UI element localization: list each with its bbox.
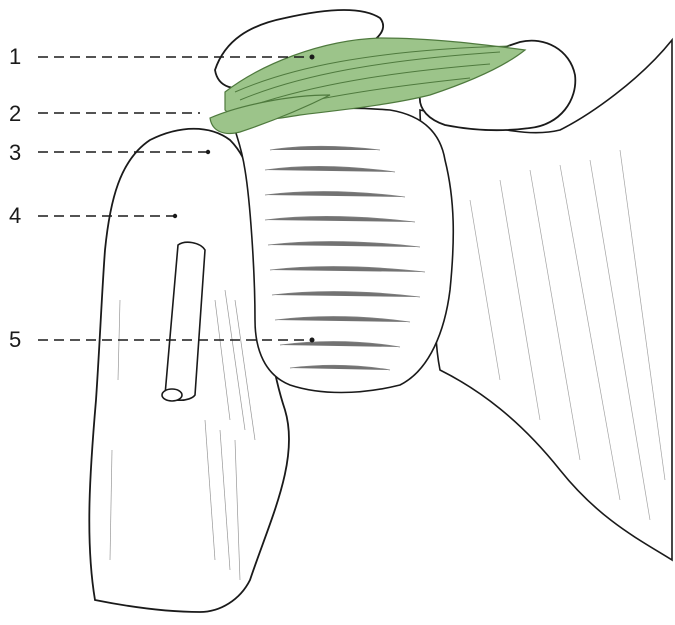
label-4: 4 — [9, 205, 21, 227]
label-2: 2 — [9, 103, 21, 125]
leader-dot-4 — [173, 214, 177, 218]
leader-dot-1 — [310, 55, 315, 60]
label-5: 5 — [9, 329, 21, 351]
label-3: 3 — [9, 142, 21, 164]
leader-dot-3 — [206, 150, 210, 154]
joint-capsule — [235, 108, 453, 392]
leader-dot-5 — [310, 338, 315, 343]
label-1: 1 — [9, 46, 21, 68]
